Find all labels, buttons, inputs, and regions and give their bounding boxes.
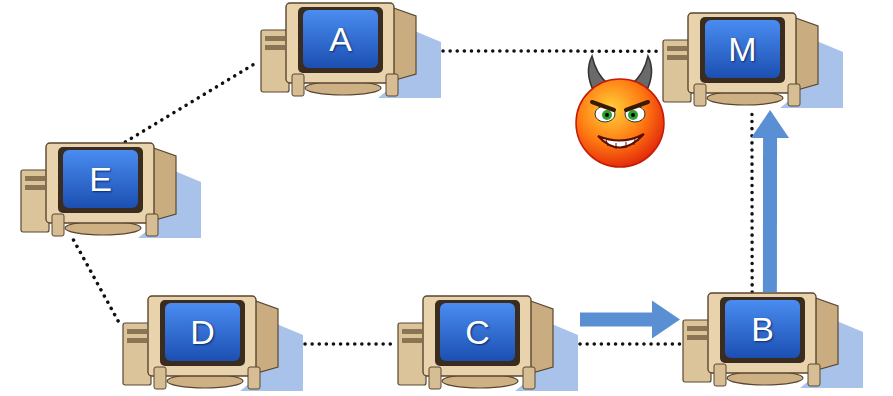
node-letter: D	[165, 303, 240, 361]
computer-node: D	[120, 295, 305, 393]
arrow-shaft	[763, 138, 777, 292]
node-letter: A	[303, 10, 378, 68]
computer-node: A	[258, 2, 443, 100]
node-letter: B	[725, 300, 800, 358]
arrow-head	[751, 110, 789, 138]
dotted-link	[443, 51, 660, 52]
computer-node: M	[660, 12, 845, 110]
arrow-head	[652, 300, 680, 338]
message-arrow	[751, 110, 789, 292]
dotted-line	[125, 62, 258, 142]
node-letter: M	[705, 20, 780, 78]
dotted-link	[74, 240, 121, 324]
dotted-link	[305, 344, 395, 345]
computer-node: B	[680, 292, 865, 390]
dotted-link	[580, 343, 680, 344]
dotted-line	[443, 49, 660, 53]
dotted-link	[125, 62, 258, 142]
message-arrow	[580, 300, 680, 338]
arrow-shaft	[580, 312, 652, 326]
dotted-line	[305, 342, 395, 346]
attacker-face	[570, 50, 670, 175]
dotted-line	[580, 342, 680, 346]
dotted-line	[74, 240, 121, 324]
node-letter: C	[440, 303, 515, 361]
node-letter: E	[63, 150, 138, 208]
computer-node: C	[395, 295, 580, 393]
computer-node: E	[18, 142, 203, 240]
